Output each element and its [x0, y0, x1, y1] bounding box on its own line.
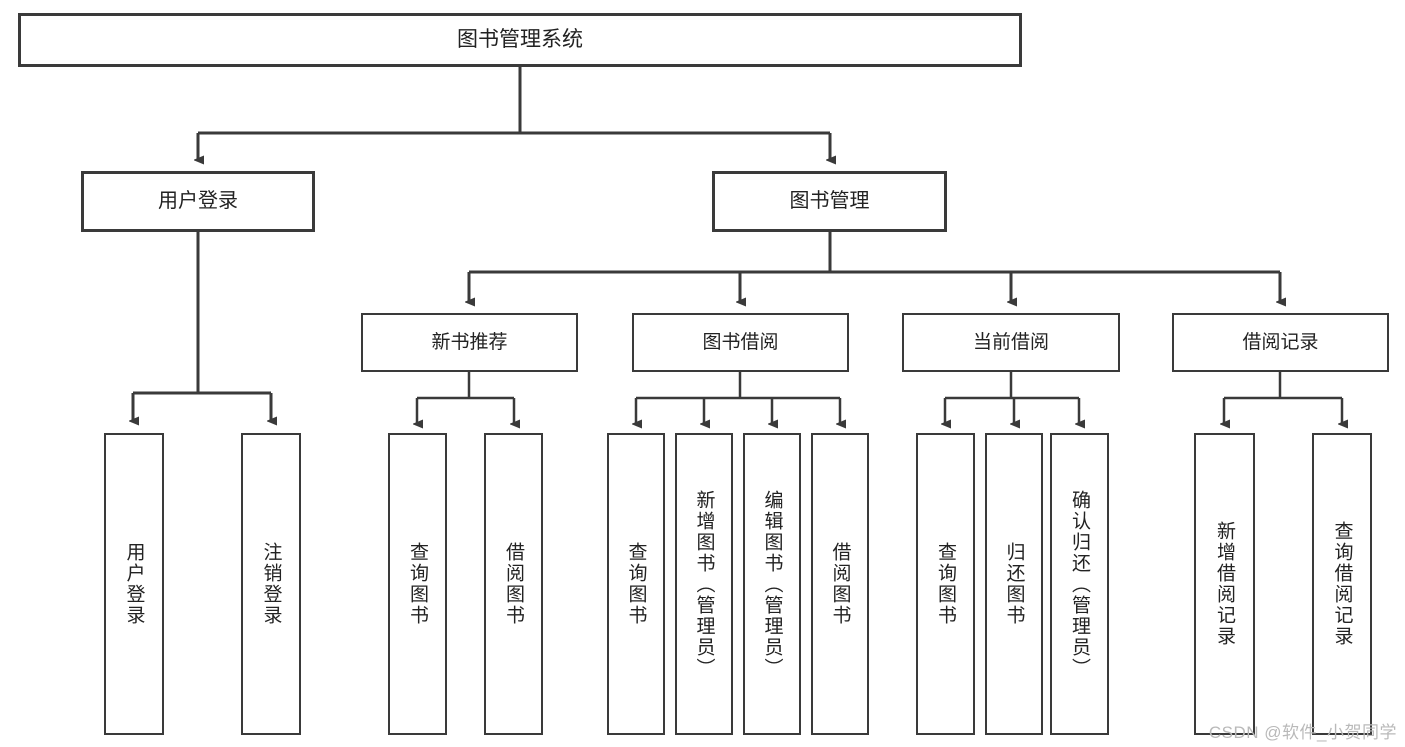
leaf-user-login-login-label: 用户登录 — [123, 542, 145, 626]
leaf-new-book-borrow-label: 借阅图书 — [503, 542, 524, 626]
node-book-management[interactable]: 图书管理 — [712, 171, 947, 232]
leaf-book-borrow-edit-label: 编辑图书（管理员） — [761, 489, 783, 679]
leaf-current-borrow-confirm-label: 确认归还（管理员） — [1069, 489, 1090, 679]
leaf-current-borrow-query-label: 查询图书 — [935, 542, 956, 626]
leaf-new-book-query[interactable]: 查询图书 — [388, 433, 447, 735]
leaf-current-borrow-return-label: 归还图书 — [1003, 542, 1025, 626]
node-borrow-record-label: 借阅记录 — [1242, 331, 1319, 353]
node-user-login[interactable]: 用户登录 — [81, 171, 315, 232]
leaf-current-borrow-confirm[interactable]: 确认归还（管理员） — [1050, 433, 1109, 735]
leaf-borrow-record-add-label: 新增借阅记录 — [1214, 521, 1235, 647]
leaf-book-borrow-lend[interactable]: 借阅图书 — [811, 433, 869, 735]
leaf-book-borrow-query-label: 查询图书 — [625, 542, 647, 626]
leaf-borrow-record-add[interactable]: 新增借阅记录 — [1194, 433, 1255, 735]
csdn-watermark: CSDN @软件_小贺同学 — [1208, 723, 1397, 742]
leaf-user-login-logout-label: 注销登录 — [260, 542, 282, 626]
leaf-user-login-login[interactable]: 用户登录 — [104, 433, 164, 735]
leaf-user-login-logout[interactable]: 注销登录 — [241, 433, 301, 735]
leaf-book-borrow-query[interactable]: 查询图书 — [607, 433, 665, 735]
leaf-book-borrow-edit[interactable]: 编辑图书（管理员） — [743, 433, 801, 735]
node-borrow-record[interactable]: 借阅记录 — [1172, 313, 1389, 372]
node-user-login-label: 用户登录 — [158, 190, 238, 212]
leaf-current-borrow-return[interactable]: 归还图书 — [985, 433, 1043, 735]
node-root-system-label: 图书管理系统 — [457, 27, 583, 51]
leaf-book-borrow-lend-label: 借阅图书 — [829, 542, 851, 626]
node-current-borrow-label: 当前借阅 — [972, 331, 1049, 353]
node-book-management-label: 图书管理 — [789, 190, 870, 212]
node-new-book-recommend[interactable]: 新书推荐 — [361, 313, 578, 372]
node-root-system[interactable]: 图书管理系统 — [18, 13, 1022, 67]
leaf-new-book-borrow[interactable]: 借阅图书 — [484, 433, 543, 735]
leaf-new-book-query-label: 查询图书 — [407, 542, 428, 626]
leaf-borrow-record-query[interactable]: 查询借阅记录 — [1312, 433, 1372, 735]
node-book-borrow[interactable]: 图书借阅 — [632, 313, 849, 372]
leaf-current-borrow-query[interactable]: 查询图书 — [916, 433, 975, 735]
leaf-book-borrow-add[interactable]: 新增图书（管理员） — [675, 433, 733, 735]
node-new-book-recommend-label: 新书推荐 — [431, 331, 508, 353]
node-book-borrow-label: 图书借阅 — [702, 331, 779, 353]
node-current-borrow[interactable]: 当前借阅 — [902, 313, 1120, 372]
leaf-borrow-record-query-label: 查询借阅记录 — [1331, 521, 1353, 647]
leaf-book-borrow-add-label: 新增图书（管理员） — [693, 489, 715, 679]
